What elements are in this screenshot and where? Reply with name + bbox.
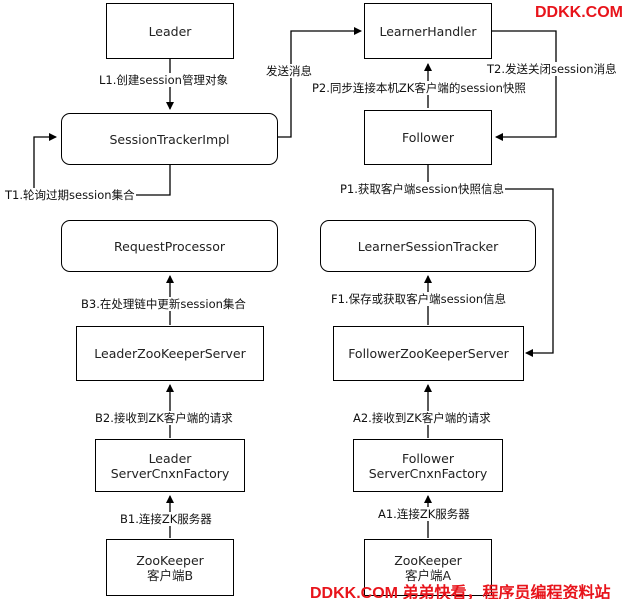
edge-label-l1: L1.创建session管理对象 [98,73,229,87]
watermark-top: DDKK.COM [535,4,623,21]
node-leader-zookeeper-server: LeaderZooKeeperServer [76,326,264,381]
node-learner-session-tracker-label: LearnerSessionTracker [357,238,499,254]
edge-label-b1: B1.连接ZK服务器 [119,512,213,526]
edge-label-send-message: 发送消息 [265,64,313,78]
node-follower-server-cnxn-factory-line1: Follower [401,450,455,466]
node-follower-label: Follower [401,130,455,145]
node-session-tracker-impl-label: SessionTrackerImpl [109,131,230,147]
edge-label-a2: A2.接收到ZK客户端的请求 [352,411,492,425]
node-learner-handler-label: LearnerHandler [379,23,477,39]
node-request-processor: RequestProcessor [61,220,278,272]
node-zookeeper-client-b: ZooKeeper 客户端B [106,539,234,596]
node-follower-zookeeper-server-label: FollowerZooKeeperServer [348,346,509,361]
node-zookeeper-client-a: ZooKeeper 客户端A [364,539,492,596]
edge-label-t1: T1.轮询过期session集合 [4,188,136,202]
edge-t2-line [492,30,557,141]
edge-label-a1: A1.连接ZK服务器 [377,507,471,521]
node-zookeeper-client-b-line2: 客户端B [146,567,194,583]
watermark-bottom: DDKK.COM 弟弟快看，程序员编程资料站 [310,585,611,599]
edge-label-b3: B3.在处理链中更新session集合 [80,297,247,311]
node-leader-server-cnxn-factory-line1: Leader [148,450,192,466]
node-zookeeper-client-a-line1: ZooKeeper [394,552,462,568]
node-follower: Follower [364,110,492,165]
node-leader-server-cnxn-factory-line2: ServerCnxnFactory [110,465,230,481]
node-follower-server-cnxn-factory: Follower ServerCnxnFactory [353,439,503,492]
edge-label-b2: B2.接收到ZK客户端的请求 [94,411,234,425]
node-leader-label: Leader [148,23,192,39]
node-zookeeper-client-a-line2: 客户端A [404,567,452,583]
edge-label-t2: T2.发送关闭session消息 [486,62,618,76]
node-session-tracker-impl: SessionTrackerImpl [61,113,278,165]
node-learner-handler: LearnerHandler [364,3,492,59]
node-leader-zookeeper-server-label: LeaderZooKeeperServer [94,346,246,361]
edge-label-p1: P1.获取客户端session快照信息 [339,182,505,196]
edge-p1-line [427,165,554,357]
node-leader-server-cnxn-factory: Leader ServerCnxnFactory [95,439,245,492]
node-leader: Leader [106,3,234,59]
edge-send-line [278,27,362,138]
node-learner-session-tracker: LearnerSessionTracker [320,220,536,272]
edge-label-p2: P2.同步连接本机ZK客户端的session快照 [311,81,527,95]
node-follower-server-cnxn-factory-line2: ServerCnxnFactory [368,465,488,481]
edge-label-f1: F1.保存或获取客户端session信息 [330,292,508,306]
node-request-processor-label: RequestProcessor [114,238,225,254]
node-follower-zookeeper-server: FollowerZooKeeperServer [333,326,524,381]
node-zookeeper-client-b-line1: ZooKeeper [136,552,204,568]
